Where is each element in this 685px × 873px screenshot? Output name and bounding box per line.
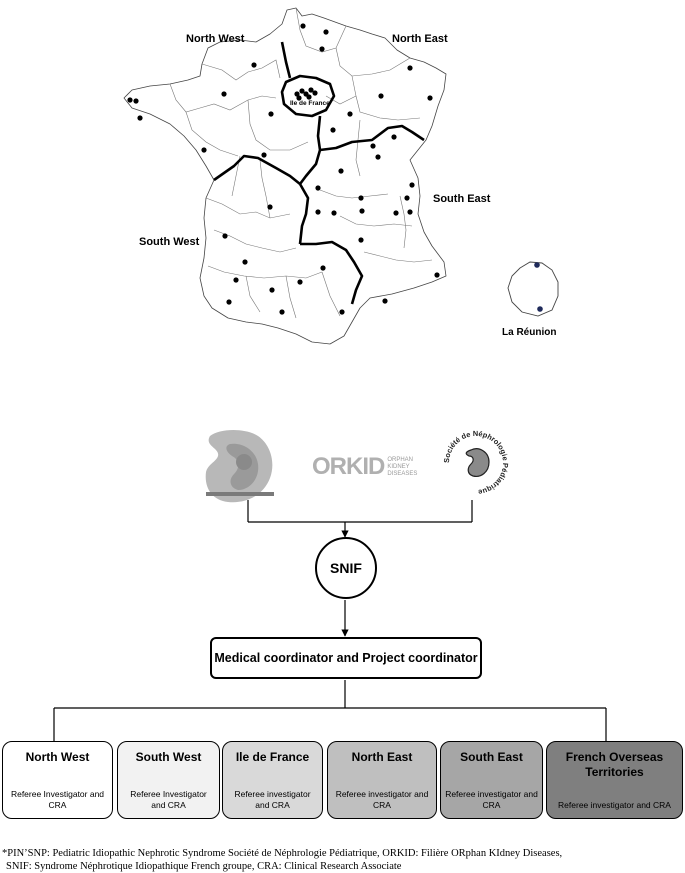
reunion-marker (534, 262, 540, 268)
region-title: French Overseas Territories (565, 750, 664, 779)
map-label-north-west: North West (186, 33, 245, 45)
region-box-south-west: South West Referee Investigator and CRA (117, 741, 220, 819)
orkid-tagline-3: DISEASES (387, 470, 418, 477)
snif-node: SNIF (315, 537, 377, 599)
ile-de-france-border (280, 74, 336, 118)
region-box-french-overseas: French Overseas Territories Referee inve… (546, 741, 683, 819)
region-title: South East (460, 750, 523, 764)
region-subtitle: Referee Investigator and CRA (10, 789, 105, 810)
orkid-tagline-1: ORPHAN (387, 456, 414, 463)
center-markers (127, 23, 440, 315)
coordinator-node: Medical coordinator and Project coordina… (210, 637, 482, 679)
footnote-line-2: SNIF: Syndrome Néphrotique Idiopathique … (6, 861, 402, 872)
region-subtitle: Referee investigator and CRA (445, 789, 538, 810)
map-label-la-reunion: La Réunion (502, 327, 557, 338)
region-subtitle: Referee investigator and CRA (234, 789, 311, 810)
region-borders (213, 41, 425, 305)
coordinator-label: Medical coordinator and Project coordina… (214, 651, 478, 665)
orkid-logo: ORKID ORPHAN KIDNEY DISEASES (312, 452, 422, 482)
region-subtitle: Referee investigator and CRA (558, 800, 671, 810)
region-box-ile-de-france: Ile de France Referee investigator and C… (222, 741, 323, 819)
reunion-marker (537, 306, 543, 312)
france-outline (123, 7, 447, 345)
region-box-south-east: South East Referee investigator and CRA (440, 741, 543, 819)
region-title: Ile de France (235, 750, 310, 764)
region-box-north-east: North East Referee investigator and CRA (327, 741, 437, 819)
map-label-south-west: South West (139, 236, 200, 248)
region-subtitle: Referee Investigator and CRA (130, 789, 207, 810)
map-label-ile-de-france: Ile de France (290, 100, 330, 107)
region-title: South West (135, 750, 202, 764)
region-title: North East (351, 750, 413, 764)
orkid-wordmark: ORKID (312, 453, 385, 480)
reunion-outline (507, 261, 559, 317)
map-label-south-east: South East (433, 193, 491, 205)
france-map (123, 7, 559, 345)
snif-label: SNIF (330, 560, 362, 576)
region-title: North West (25, 750, 90, 764)
region-box-north-west: North West Referee Investigator and CRA (2, 741, 113, 819)
footnote: *PIN’SNP: Pediatric Idiopathic Nephrotic… (2, 847, 682, 873)
diagram-connectors (53, 500, 607, 741)
snp-logo: Société de Néphrologie Pédiatrique (442, 429, 510, 497)
footnote-line-1: *PIN’SNP: Pediatric Idiopathic Nephrotic… (2, 848, 563, 859)
orkid-tagline-2: KIDNEY (387, 463, 410, 470)
pin-snp-logo (205, 430, 274, 503)
region-subtitle: Referee investigator and CRA (335, 789, 429, 810)
map-label-north-east: North East (392, 33, 448, 45)
